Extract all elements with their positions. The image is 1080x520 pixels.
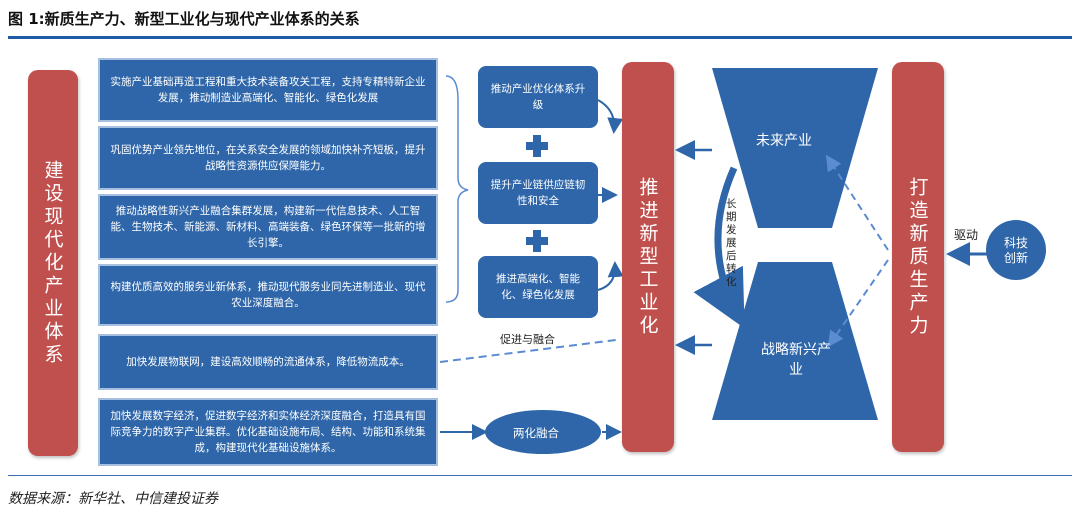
left-bracket xyxy=(445,75,469,303)
left-box-3: 推动战略性新兴产业融合集群发展，构建新一代信息技术、人工智能、生物技术、新能源、… xyxy=(98,194,438,260)
mid-box-3: 推进高端化、智能化、绿色化发展 xyxy=(478,256,598,318)
mid-box-2: 提升产业链供应链韧性和安全 xyxy=(478,162,598,224)
long-term-label: 长期发展后转化 xyxy=(726,198,737,288)
two-fusion-label: 两化融合 xyxy=(513,426,559,440)
left-box-1: 实施产业基础再造工程和重大技术装备攻关工程，支持专精特新企业发展，推动制造业高端… xyxy=(98,58,438,122)
hourglass-bottom xyxy=(712,262,878,420)
center-bar: 推进新型工业化 xyxy=(622,62,674,452)
tech-label: 科技创新 xyxy=(1003,236,1028,265)
right-bar: 打造新质生产力 xyxy=(892,62,944,452)
plus-icon xyxy=(526,230,548,252)
plus-icon xyxy=(526,135,548,157)
drive-label: 驱动 xyxy=(954,228,979,242)
arrow-mid3 xyxy=(597,261,624,291)
future-industry-label: 未来产业 xyxy=(756,133,812,149)
left-box-2: 巩固优势产业领先地位，在关系安全发展的领域加快补齐短板，提升战略性资源供应保障能… xyxy=(98,126,438,190)
figure-title: 图 1:新质生产力、新型工业化与现代产业体系的关系 xyxy=(8,10,360,28)
dashed-fusion-line xyxy=(439,339,617,363)
left-box-6: 加快发展数字经济，促进数字经济和实体经济深度融合，打造具有国际竞争力的数字产业集… xyxy=(98,398,438,466)
dashed-strategic xyxy=(827,259,889,348)
left-box-5: 加快发展物联网，建设高效顺畅的流通体系，降低物流成本。 xyxy=(98,334,438,390)
left-box-4: 构建优质高效的服务业新体系，推动现代服务业同先进制造业、现代农业深度融合。 xyxy=(98,264,438,326)
fusion-label: 促进与融合 xyxy=(500,333,555,346)
arrow-mid1 xyxy=(597,99,624,134)
strategic-industry-label: 战略新兴产业 xyxy=(761,342,831,378)
left-bar: 建设现代化产业体系 xyxy=(28,70,78,456)
dashed-future xyxy=(825,154,889,251)
two-fusion-ellipse xyxy=(485,410,601,454)
tech-circle xyxy=(986,220,1046,280)
source-note: 数据来源：新华社、中信建投证券 xyxy=(8,491,218,507)
hourglass-top xyxy=(712,68,878,228)
bottom-rule xyxy=(8,475,1072,476)
title-rule xyxy=(8,36,1072,39)
curved-transform-arrow xyxy=(693,166,745,329)
mid-box-1: 推动产业优化体系升级 xyxy=(478,66,598,128)
